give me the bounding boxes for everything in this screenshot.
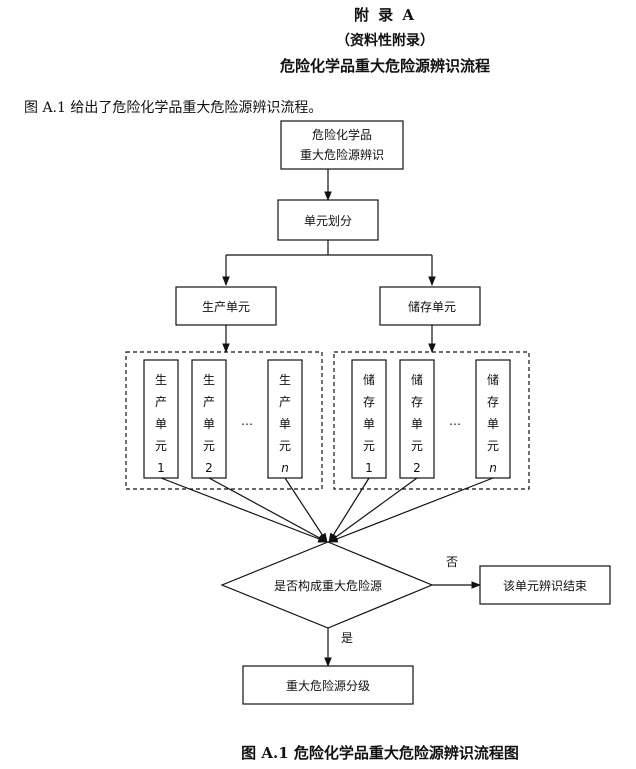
svg-text:单: 单 xyxy=(203,417,215,431)
figure-caption: 图 A.1 危险化学品重大危险源辨识流程图 xyxy=(241,744,519,762)
arrow-storage-2 xyxy=(328,477,418,543)
svg-text:存: 存 xyxy=(487,395,499,409)
svg-text:元: 元 xyxy=(487,439,499,453)
svg-text:单: 单 xyxy=(279,417,291,431)
svg-text:单: 单 xyxy=(155,417,167,431)
svg-text:元: 元 xyxy=(155,439,167,453)
svg-text:1: 1 xyxy=(365,461,373,475)
arrow-storage-1 xyxy=(328,477,370,543)
svg-text:n: n xyxy=(281,461,289,475)
svg-text:元: 元 xyxy=(411,439,423,453)
unit-division-label: 单元划分 xyxy=(304,214,352,228)
svg-text:单: 单 xyxy=(411,417,423,431)
storage-unit-1-label: 储 存 单 元 1 xyxy=(363,372,375,475)
yes-label: 是 xyxy=(341,631,353,645)
end-no-label: 该单元辨识结束 xyxy=(503,579,587,593)
production-unit-1-label: 生 产 单 元 1 xyxy=(155,373,167,475)
svg-text:生: 生 xyxy=(279,373,291,387)
production-unit-2-label: 生 产 单 元 2 xyxy=(203,373,215,475)
svg-text:生: 生 xyxy=(203,373,215,387)
production-units-group xyxy=(125,351,323,490)
no-label: 否 xyxy=(446,555,458,569)
start-label-line2: 重大危险源辨识 xyxy=(300,147,384,162)
end-yes-box xyxy=(242,665,414,705)
svg-text:1: 1 xyxy=(157,461,165,475)
appendix-title: 危险化学品重大危险源辨识流程 xyxy=(279,57,490,75)
decision-label: 是否构成重大危险源 xyxy=(274,578,382,593)
storage-ellipsis: … xyxy=(449,414,461,428)
svg-text:产: 产 xyxy=(203,395,215,409)
arrow-storage-n xyxy=(328,477,494,543)
start-label-line1: 危险化学品 xyxy=(312,127,372,142)
arrow-production-1 xyxy=(160,477,328,543)
svg-text:存: 存 xyxy=(411,395,423,409)
svg-text:生: 生 xyxy=(155,373,167,387)
svg-text:元: 元 xyxy=(203,439,215,453)
storage-unit-2-label: 储 存 单 元 2 xyxy=(411,372,423,475)
appendix-heading: 附 录 A xyxy=(353,6,417,24)
svg-text:产: 产 xyxy=(279,395,291,409)
svg-text:n: n xyxy=(489,461,497,475)
start-box xyxy=(280,120,404,170)
svg-text:产: 产 xyxy=(155,395,167,409)
svg-text:储: 储 xyxy=(487,372,499,387)
svg-text:2: 2 xyxy=(205,461,213,475)
appendix-subtitle: （资料性附录） xyxy=(336,33,434,49)
storage-unit-n-label: 储 存 单 元 n xyxy=(487,372,499,475)
storage-unit-label: 储存单元 xyxy=(408,299,456,314)
production-unit-n-label: 生 产 单 元 n xyxy=(279,373,291,475)
svg-text:单: 单 xyxy=(487,417,499,431)
storage-units-group xyxy=(333,351,530,490)
svg-text:元: 元 xyxy=(279,439,291,453)
storage-unit-box xyxy=(379,286,481,326)
svg-text:元: 元 xyxy=(363,439,375,453)
production-unit-label: 生产单元 xyxy=(202,300,250,314)
arrow-production-2 xyxy=(208,477,328,543)
svg-text:存: 存 xyxy=(363,395,375,409)
svg-text:2: 2 xyxy=(413,461,421,475)
arrow-production-n xyxy=(284,477,328,543)
intro-paragraph: 图 A.1 给出了危险化学品重大危险源辨识流程。 xyxy=(24,100,323,116)
end-yes-label: 重大危险源分级 xyxy=(286,678,370,693)
svg-text:单: 单 xyxy=(363,417,375,431)
svg-text:储: 储 xyxy=(363,372,375,387)
svg-text:储: 储 xyxy=(411,372,423,387)
end-no-box xyxy=(479,565,611,605)
production-ellipsis: … xyxy=(241,414,253,428)
